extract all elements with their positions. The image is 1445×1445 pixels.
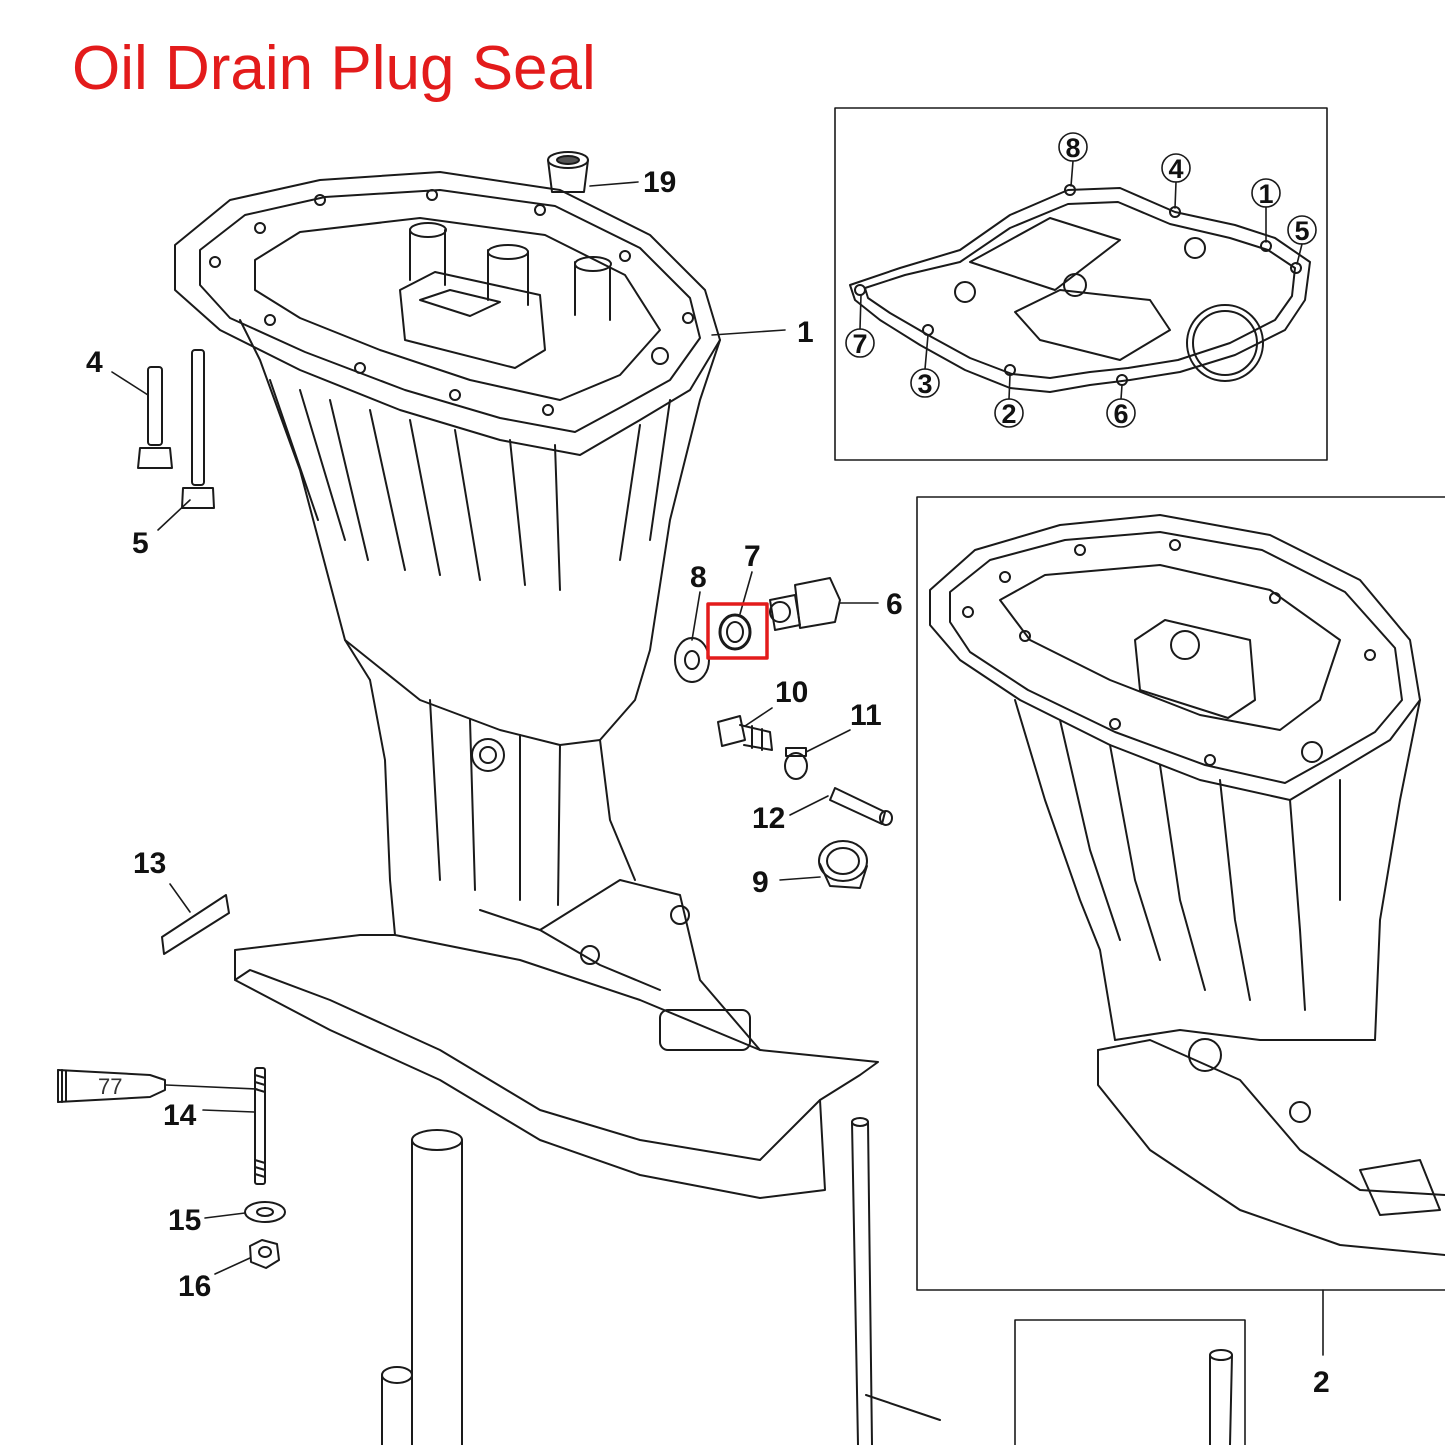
- page-title: Oil Drain Plug Seal: [72, 34, 596, 103]
- callout-10: 10: [775, 676, 808, 709]
- sealant-tube-label: 77: [98, 1074, 122, 1099]
- driveshaft-housing: [174, 171, 879, 1199]
- callout-4: 4: [86, 346, 103, 379]
- callout-labels: 19 1 4 5 6 7 8 10 11 12 9 13 14 15 16 2: [86, 166, 1330, 1399]
- anode-strip-part-13: [161, 894, 230, 955]
- callout-16: 16: [178, 1270, 211, 1303]
- bolt-part-5: [181, 349, 215, 509]
- gasket-number-5: 5: [1294, 216, 1309, 246]
- gasket-number-6: 6: [1113, 399, 1128, 429]
- hose-part-12: [829, 787, 893, 826]
- callout-13: 13: [133, 847, 166, 880]
- gasket-number-2: 2: [1001, 399, 1016, 429]
- gasket-number-labels: 8 4 1 5 7 3 2 6: [852, 133, 1309, 429]
- callout-1: 1: [797, 316, 814, 349]
- callout-14: 14: [163, 1099, 197, 1132]
- tube-inset: [1014, 1319, 1246, 1445]
- callout-7: 7: [744, 540, 761, 573]
- driveshaft-tubes: [381, 1117, 941, 1445]
- sealant-tube: [57, 1069, 166, 1103]
- grommet-part-19: [547, 151, 589, 193]
- ring-part-9: [818, 840, 868, 889]
- callout-11: 11: [850, 699, 882, 732]
- gasket-number-8: 8: [1065, 133, 1080, 163]
- callout-9: 9: [752, 866, 769, 899]
- callout-8: 8: [690, 561, 707, 594]
- nut-part-16: [249, 1239, 280, 1269]
- bolt-part-4: [137, 366, 173, 469]
- gasket-number-1: 1: [1258, 179, 1273, 209]
- callout-5: 5: [132, 527, 149, 560]
- callout-15: 15: [168, 1204, 201, 1237]
- hose-clamp-part-11: [784, 747, 808, 780]
- callout-6: 6: [886, 588, 903, 621]
- fitting-part-10: [717, 715, 773, 751]
- stud-part-14: [254, 1067, 266, 1185]
- washer-part-8: [674, 637, 710, 683]
- drain-plug-part-6: [769, 577, 841, 631]
- gasket-inset: [834, 107, 1328, 461]
- gasket-number-4: 4: [1168, 154, 1183, 184]
- callout-19: 19: [643, 166, 676, 199]
- washer-part-15: [244, 1201, 286, 1223]
- callout-2: 2: [1313, 1366, 1330, 1399]
- gasket-number-3: 3: [917, 369, 932, 399]
- callout-12: 12: [752, 802, 785, 835]
- alternate-housing-inset: [916, 496, 1445, 1291]
- gasket-number-7: 7: [852, 329, 867, 359]
- highlight-box: [706, 602, 769, 660]
- leader-lines: [111, 181, 1324, 1356]
- oil-drain-plug-seal-part-7: [718, 613, 752, 651]
